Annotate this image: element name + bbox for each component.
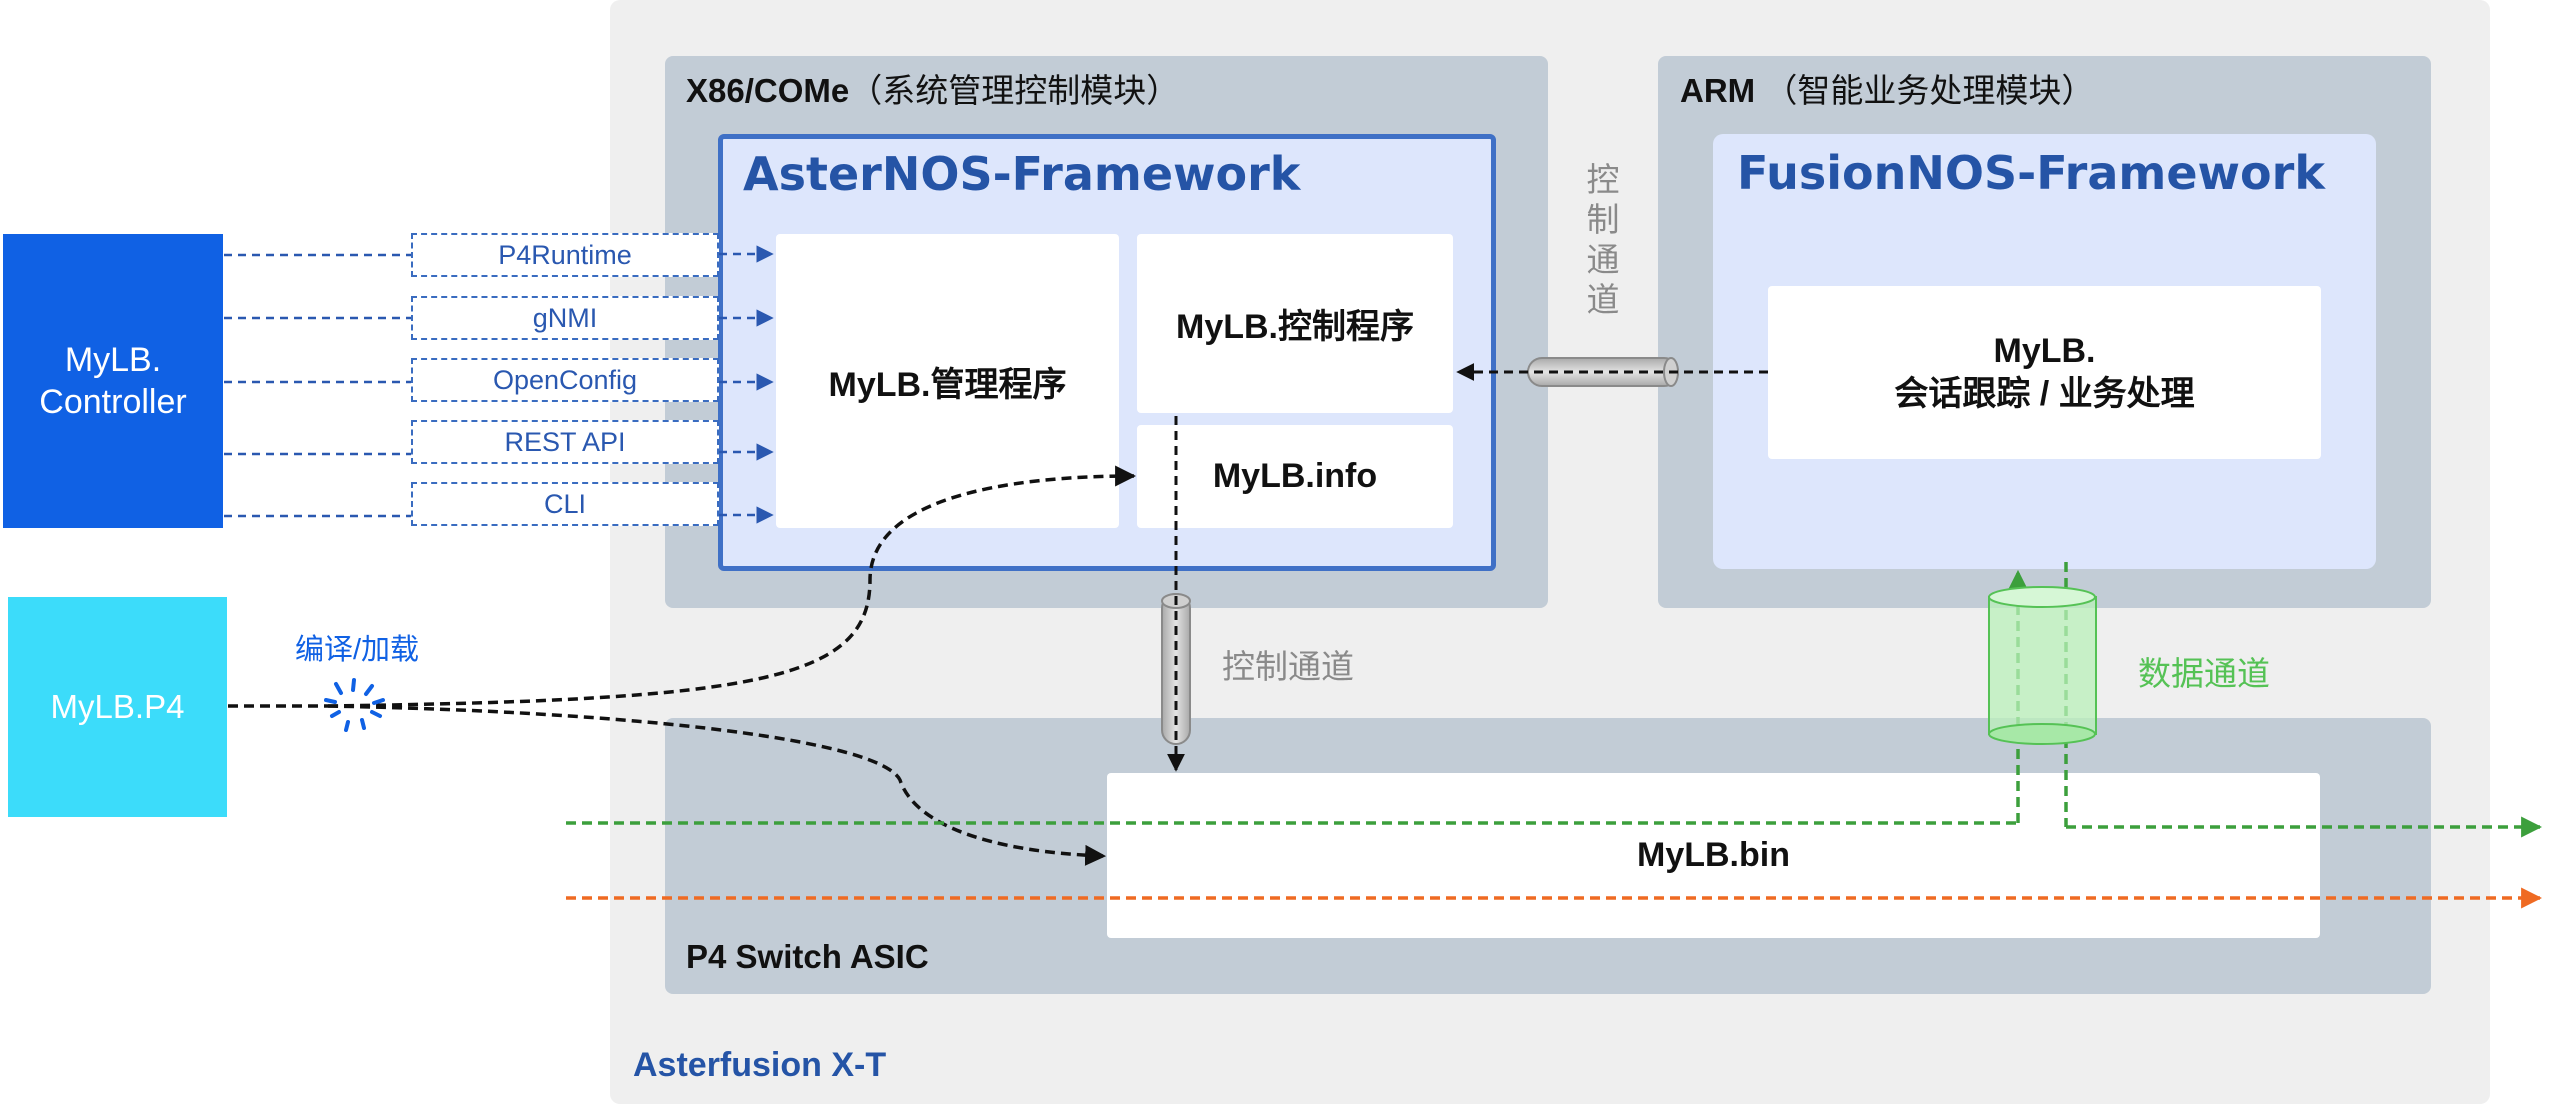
- interfaces-to-mgmt-arrows: [719, 245, 774, 524]
- info-box: MyLB.info: [1137, 425, 1453, 528]
- x86-panel-title: X86/COMe（系统管理控制模块）: [686, 64, 1179, 112]
- control-channel-label: 控制通道: [1222, 648, 1354, 685]
- mylb-p4-box: MyLB.P4: [8, 597, 227, 817]
- p4runtime-interface: P4Runtime: [411, 233, 719, 277]
- session-line1: MyLB.: [1993, 332, 2096, 370]
- asic-control-channel-pipe: [1161, 593, 1191, 745]
- x86-title: X86/COMe: [686, 72, 850, 109]
- arm-panel-title: ARM （智能业务处理模块）: [1680, 64, 2094, 112]
- mylb-bin-box: MyLB.bin: [1107, 773, 2320, 938]
- data-channel-label: 数据通道: [2138, 655, 2270, 692]
- info-label: MyLB.info: [1212, 457, 1378, 495]
- control-program-label: MyLB.控制程序: [1176, 308, 1414, 346]
- controller-to-interfaces-lines: [224, 253, 411, 518]
- control-channel-vertical-label: 控 制 通 道: [1583, 160, 1623, 320]
- control-channel-char-1: 控: [1586, 161, 1620, 198]
- management-program-label: MyLB.管理程序: [828, 365, 1067, 404]
- asternos-framework-title: AsterNOS-Framework: [743, 147, 1301, 201]
- mylb-bin-label: MyLB.bin: [1637, 836, 1790, 874]
- arrow-p4-to-info: [327, 465, 1137, 708]
- openconfig-interface: OpenConfig: [411, 358, 719, 402]
- x86-subtitle: （系统管理控制模块）: [849, 72, 1180, 109]
- control-channel-char-2: 制: [1586, 201, 1620, 238]
- gnmi-interface: gNMI: [411, 296, 719, 340]
- arm-title: ARM: [1680, 72, 1756, 109]
- rest-api-interface: REST API: [411, 420, 719, 464]
- compile-burst-icon: [324, 678, 385, 732]
- mylb-controller-box: MyLB. Controller: [3, 234, 223, 528]
- session-tracking-box: MyLB. 会话跟踪 / 业务处理: [1768, 286, 2321, 459]
- asic-title: P4 Switch ASIC: [686, 938, 929, 975]
- compile-load-label: 编译/加载: [295, 634, 420, 666]
- data-channel-cylinder: [1988, 586, 2097, 745]
- arm-subtitle: （智能业务处理模块）: [1764, 72, 2095, 109]
- controller-line1: MyLB.: [64, 340, 162, 379]
- arrow-p4-to-bin: [327, 704, 1107, 866]
- control-program-box: MyLB.控制程序: [1137, 234, 1453, 413]
- fusionnos-framework-title: FusionNOS-Framework: [1737, 146, 2325, 200]
- device-title: Asterfusion X-T: [633, 1046, 887, 1084]
- p4-label: MyLB.P4: [50, 688, 185, 725]
- cli-interface: CLI: [411, 482, 719, 526]
- control-channel-char-3: 通: [1586, 241, 1620, 278]
- control-channel-char-4: 道: [1586, 281, 1620, 318]
- controller-line2: Controller: [39, 383, 187, 421]
- session-line2: 会话跟踪 / 业务处理: [1894, 374, 2195, 413]
